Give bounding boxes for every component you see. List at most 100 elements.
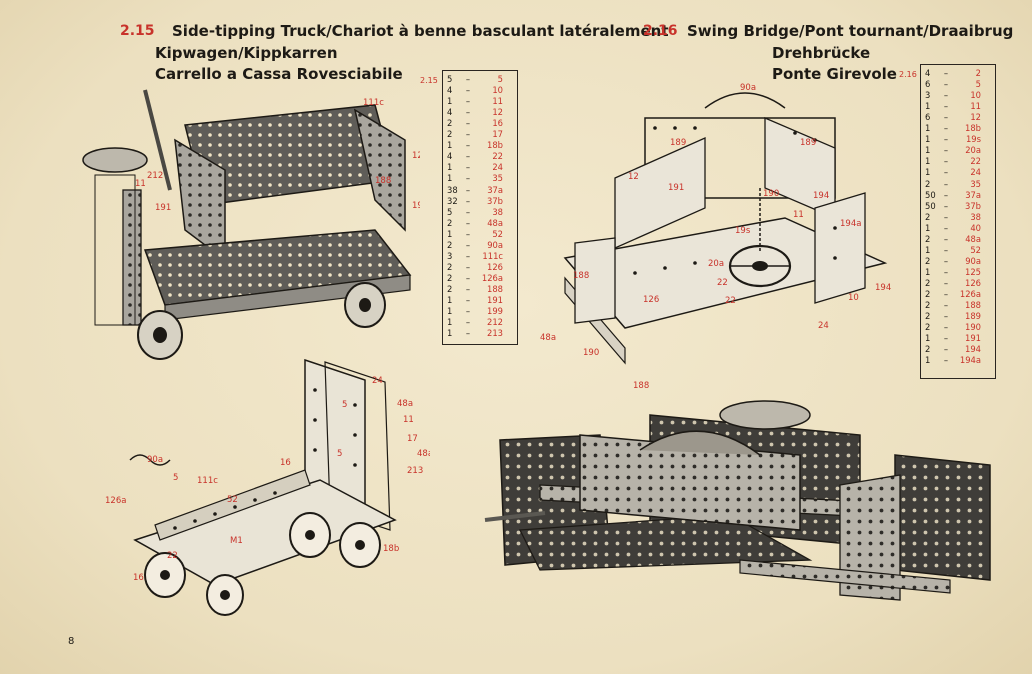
part-number: 12 — [492, 107, 503, 118]
parts-row: 32–37b — [447, 196, 503, 206]
part-number: 189 — [965, 311, 981, 322]
label-191: 191 — [668, 183, 684, 193]
label-90a: 90a — [740, 83, 756, 93]
parts-row: 1–52 — [925, 245, 981, 255]
dash: – — [943, 68, 949, 78]
parts-row: 1–19s — [925, 134, 981, 144]
part-quantity: 1 — [447, 306, 453, 317]
parts-row: 1–22 — [925, 156, 981, 166]
dash: – — [465, 96, 471, 107]
parts-row: 2–90a — [447, 240, 503, 250]
part-number: 10 — [970, 90, 981, 101]
parts-row: 2–48a — [447, 218, 503, 228]
part-quantity: 2 — [447, 217, 453, 228]
part-number: 35 — [970, 178, 981, 189]
label-11: 11 — [793, 210, 804, 220]
parts-row: 1–199 — [447, 306, 503, 316]
dash: – — [465, 129, 471, 140]
label-111c: 111c — [363, 98, 384, 108]
dash: – — [943, 233, 949, 244]
part-number: 52 — [492, 228, 503, 239]
part-quantity: 5 — [447, 74, 453, 84]
label-11: 11 — [135, 179, 146, 189]
dash: – — [465, 173, 471, 184]
truck-illustration-underside: 24 48a 11 17 5 48a 213 5 16 90a 5 111c 1… — [105, 358, 430, 616]
part-quantity: 4 — [447, 107, 453, 118]
label-189: 189 — [670, 138, 686, 148]
parts-row: 1–11 — [925, 101, 981, 111]
part-number: 126a — [959, 289, 981, 299]
part-quantity: 1 — [447, 228, 453, 239]
part-quantity: 1 — [925, 123, 931, 134]
model-number-2-15: 2.15 — [120, 23, 155, 39]
dash: – — [465, 107, 471, 118]
label-12: 12 — [412, 151, 420, 161]
part-quantity: 1 — [925, 333, 931, 344]
part-quantity: 2 — [447, 129, 453, 140]
dash: – — [465, 272, 471, 283]
part-number: 38 — [970, 211, 981, 222]
part-number: 37b — [965, 200, 981, 211]
part-number: 16 — [492, 118, 503, 129]
dash: – — [465, 206, 471, 217]
part-quantity: 1 — [925, 101, 931, 112]
page-number: 8 — [68, 636, 75, 647]
label-126: 126 — [643, 295, 659, 305]
dash: – — [465, 74, 471, 84]
parts-row: 1–191 — [447, 295, 503, 305]
part-number: 48a — [487, 217, 503, 228]
dash: – — [943, 200, 949, 211]
dash: – — [465, 195, 471, 206]
label-5: 5 — [342, 400, 347, 410]
swing-bridge-exploded-illustration: 90a 189 189 12 191 190 11 194 19s 194a 2… — [540, 83, 891, 391]
parts-row: 2–16 — [447, 118, 503, 128]
part-quantity: 1 — [447, 295, 453, 305]
part-quantity: 1 — [925, 145, 931, 156]
parts-row: 50–37b — [925, 201, 981, 211]
part-number: 190 — [965, 322, 981, 333]
label-m1: M1 — [230, 536, 243, 546]
parts-row: 1–212 — [447, 317, 503, 327]
part-number: 17 — [492, 129, 503, 140]
parts-row: 2–35 — [925, 179, 981, 189]
dash: – — [465, 306, 471, 317]
label-126a: 126a — [105, 496, 126, 506]
label-19s: 19s — [735, 226, 751, 236]
part-quantity: 1 — [447, 96, 453, 107]
model-title-line-2: Drehbrücke — [772, 44, 871, 62]
label-213: 213 — [407, 466, 423, 476]
part-number: 22 — [970, 156, 981, 167]
part-quantity: 1 — [925, 266, 931, 277]
part-number: 188 — [487, 283, 503, 294]
label-191: 191 — [155, 203, 171, 213]
part-quantity: 2 — [925, 322, 931, 333]
parts-row: 4–2 — [925, 68, 981, 78]
parts-row: 1–213 — [447, 328, 503, 338]
label-12: 12 — [628, 172, 639, 182]
part-number: 37a — [965, 189, 981, 200]
part-quantity: 38 — [447, 184, 458, 195]
parts-row: 1–40 — [925, 223, 981, 233]
parts-row: 2–189 — [925, 311, 981, 321]
part-number: 90a — [965, 255, 981, 266]
dash: – — [943, 134, 949, 145]
part-number: 18b — [965, 123, 981, 134]
model-title-line-3: Carrello a Cassa Rovesciabile — [155, 65, 403, 83]
part-number: 20a — [965, 145, 981, 156]
dash: – — [465, 85, 471, 96]
model-title-line-3: Ponte Girevole — [772, 65, 897, 83]
part-quantity: 1 — [925, 156, 931, 167]
part-quantity: 2 — [925, 178, 931, 189]
parts-row: 1 – 52 — [447, 229, 503, 239]
part-quantity: 2 — [925, 289, 931, 299]
label-190: 190 — [763, 189, 779, 199]
dash: – — [465, 228, 471, 239]
part-number: 126a — [481, 272, 503, 283]
parts-row: 2 – 17 — [447, 129, 503, 139]
part-quantity: 2 — [447, 118, 453, 129]
part-quantity: 1 — [447, 173, 453, 184]
parts-row: 1–11 — [447, 96, 503, 106]
dash: – — [943, 277, 949, 288]
parts-row: 2–194 — [925, 344, 981, 354]
dash: – — [943, 90, 949, 101]
